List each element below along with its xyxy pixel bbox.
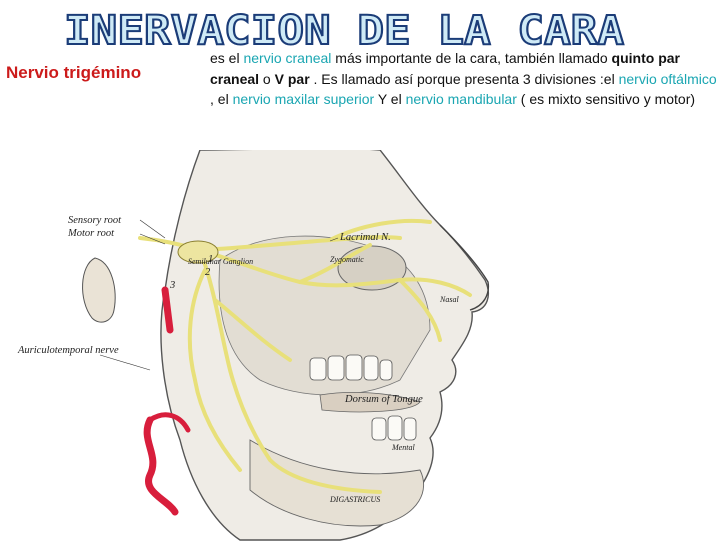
link-nervio-oftalmico[interactable]: nervio oftálmico [618,70,717,87]
semilunar-ganglion [177,240,219,264]
artery-branch [147,412,191,433]
nerve-name-heading: Nervio trigémino [6,63,142,82]
label-nasal: Nasal [439,295,459,304]
artery [143,286,179,516]
label-motor-root: Motor root [67,228,115,239]
slide-title-text: INERVACION DE LA CARA [64,8,624,54]
label-tongue: Dorsum of Tongue [344,394,423,405]
label-num-3: 3 [169,280,175,291]
desc-text: , el [210,91,233,107]
link-nervio-craneal[interactable]: nervio craneal [243,50,332,66]
link-nervio-mandibular[interactable]: nervio mandibular [405,91,517,107]
ear [82,257,116,323]
lower-teeth [371,415,417,441]
orbit [337,245,407,291]
desc-bold: V par [274,70,310,87]
label-num-1: 1 [208,254,213,265]
mandible [249,439,424,527]
desc-text: o [259,70,275,87]
nose-outline [439,224,490,311]
link-nervio-maxilar-superior[interactable]: nervio maxilar superior [232,91,375,107]
upper-teeth [309,354,393,381]
desc-bold: quinto par craneal [210,50,680,87]
label-lacrimal: Lacrimal N. [339,232,391,243]
tongue [319,391,421,413]
label-zygomatic: Zygomatic [330,255,364,264]
desc-text: Y el [374,91,406,107]
label-ganglion: Semilunar Ganglion [188,257,253,266]
desc-text: ( es mixto sensitivo y motor) [516,91,696,107]
desc-text: es el [210,50,244,66]
slide-title-svg: INERVACION DE LA CARA [63,7,625,55]
label-num-2: 2 [205,267,211,278]
desc-text: . Es llamado así porque presenta 3 divis… [309,70,619,87]
desc-text: más importante de la cara, también llama… [331,50,612,66]
trigeminal-nerve-illustration: Sensory root Motor root Semilunar Gangli… [0,147,728,546]
label-sensory-root: Sensory root [68,215,122,226]
label-leader-lines [99,219,339,371]
trigeminal-nerve-branches [138,218,472,494]
slide-title: INERVACION DE LA CARA [0,0,728,60]
label-mental: Mental [391,443,415,452]
label-auriculotemporal: Auriculotemporal nerve [17,345,119,356]
label-digastricus: DIGASTRICUS [329,495,380,504]
face-anatomy-svg: Sensory root Motor root Semilunar Gangli… [17,147,490,541]
description-paragraph: es el nervio craneal más importante de l… [210,48,720,110]
